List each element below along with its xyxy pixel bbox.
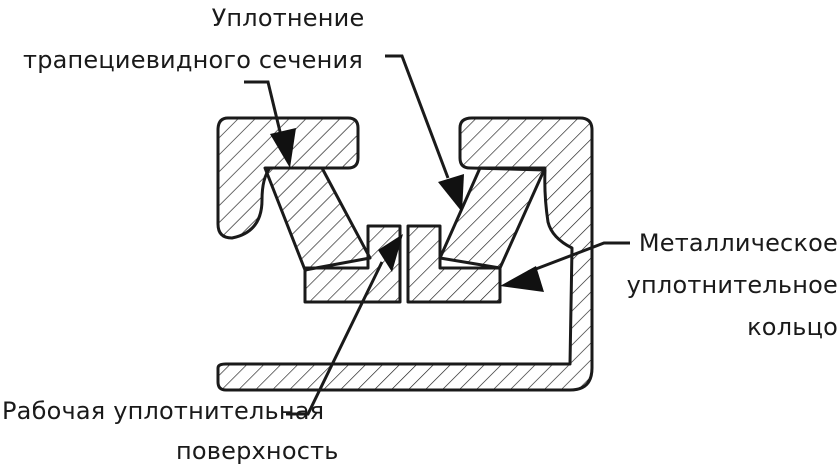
left-housing <box>216 116 360 240</box>
arrowhead-working-surface <box>378 234 403 272</box>
right-metal-ring <box>406 224 502 304</box>
leader-metal-ring <box>527 241 630 274</box>
label-working-surface-line1: Рабочая уплотнительная <box>2 397 324 425</box>
left-metal-ring <box>303 224 402 304</box>
leader-working-surface <box>286 261 384 416</box>
label-trapezoid-seal-line1: Уплотнение <box>212 4 365 32</box>
arrowhead-trapezoid-right <box>438 174 464 212</box>
label-working-surface-line2: поверхность <box>176 437 339 465</box>
label-metal-ring-line1: Металлическое <box>639 229 838 257</box>
right-housing <box>216 116 594 392</box>
leader-trapezoid-left <box>244 80 284 141</box>
leader-trapezoid-right <box>385 54 450 179</box>
label-metal-ring-line2: уплотнительное <box>627 271 838 299</box>
left-trapezoid-seal <box>263 166 372 272</box>
arrowhead-trapezoid-left <box>270 128 296 168</box>
label-metal-ring-line3: кольцо <box>747 313 838 341</box>
arrowhead-metal-ring <box>500 266 544 292</box>
label-trapezoid-seal-line2: трапециевидного сечения <box>23 46 363 74</box>
